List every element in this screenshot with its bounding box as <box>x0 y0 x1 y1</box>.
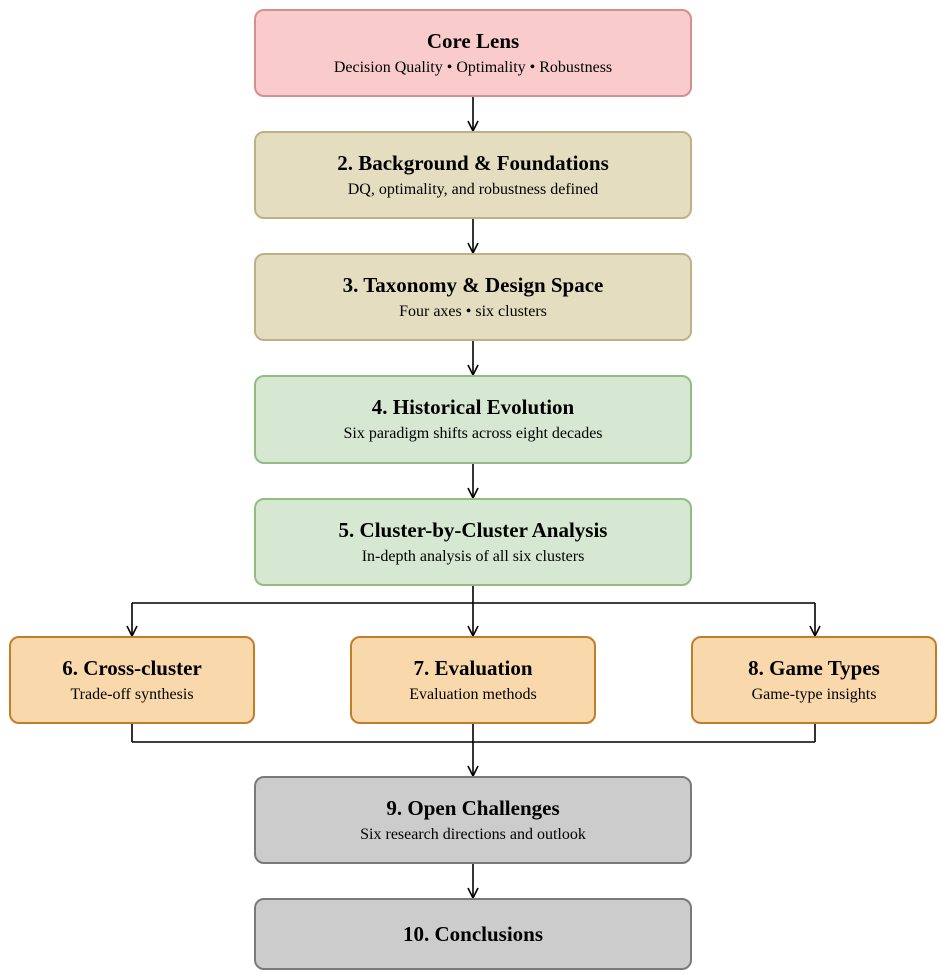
node-evaluation-title: 7. Evaluation <box>413 655 533 680</box>
node-cluster: 5. Cluster-by-Cluster Analysis In-depth … <box>254 498 692 586</box>
node-taxonomy-title: 3. Taxonomy & Design Space <box>342 272 604 297</box>
node-game-types-title: 8. Game Types <box>748 655 880 680</box>
node-historical: 4. Historical Evolution Six paradigm shi… <box>254 375 692 464</box>
node-taxonomy: 3. Taxonomy & Design Space Four axes • s… <box>254 253 692 341</box>
node-conclusions-title: 10. Conclusions <box>402 922 544 946</box>
node-open-challenges-subtitle: Six research directions and outlook <box>360 825 586 843</box>
node-core-lens-subtitle: Decision Quality • Optimality • Robustne… <box>333 58 613 76</box>
node-game-types: 8. Game Types Game-type insights <box>691 636 937 724</box>
node-core-lens-title: Core Lens <box>426 28 520 53</box>
node-cluster-title: 5. Cluster-by-Cluster Analysis <box>338 517 608 542</box>
node-open-challenges: 9. Open Challenges Six research directio… <box>254 776 692 864</box>
node-evaluation: 7. Evaluation Evaluation methods <box>350 636 596 724</box>
merge-line-open <box>131 724 816 743</box>
node-background-subtitle: DQ, optimality, and robustness defined <box>347 180 599 198</box>
node-evaluation-subtitle: Evaluation methods <box>409 685 537 703</box>
node-cross-cluster-subtitle: Trade-off synthesis <box>70 685 194 703</box>
node-cross-cluster-title: 6. Cross-cluster <box>62 655 202 680</box>
node-historical-subtitle: Six paradigm shifts across eight decades <box>343 425 603 442</box>
node-cluster-subtitle: In-depth analysis of all six clusters <box>361 547 585 565</box>
node-taxonomy-subtitle: Four axes • six clusters <box>399 302 547 320</box>
branch-line-cluster <box>132 586 815 604</box>
node-background-title: 2. Background & Foundations <box>337 150 609 175</box>
node-open-challenges-title: 9. Open Challenges <box>386 795 560 820</box>
node-cross-cluster: 6. Cross-cluster Trade-off synthesis <box>9 636 255 724</box>
node-game-types-subtitle: Game-type insights <box>751 685 877 703</box>
node-historical-title: 4. Historical Evolution <box>371 395 575 419</box>
node-conclusions: 10. Conclusions <box>254 898 692 970</box>
node-core-lens: Core Lens Decision Quality • Optimality … <box>254 9 692 97</box>
node-background: 2. Background & Foundations DQ, optimali… <box>254 131 692 219</box>
